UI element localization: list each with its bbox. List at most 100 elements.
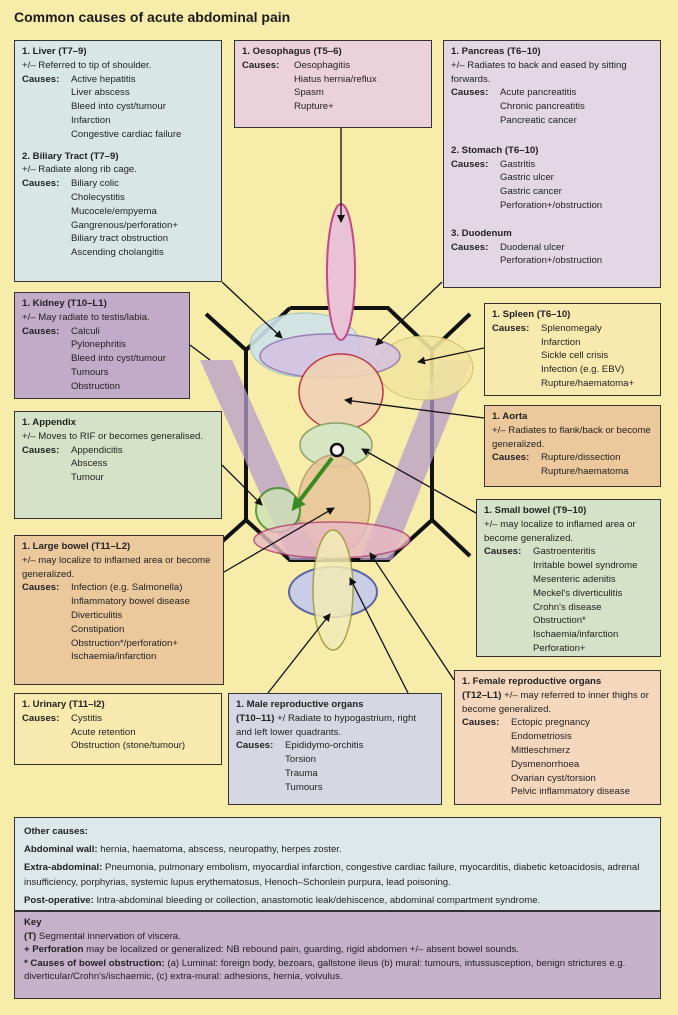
oesophagus-shape: [326, 203, 356, 341]
other-heading: Other causes:: [24, 826, 88, 837]
arrow-large-bowel: [223, 507, 335, 573]
oesophagus-box: 1. Oesophagus (T5–6) Causes: Oesophagiti…: [234, 40, 432, 128]
causes-label: Causes:: [236, 740, 274, 752]
left-flank-line: [204, 312, 248, 352]
key-t-label: (T): [24, 930, 37, 942]
cause-item: Gastric ulcer: [500, 172, 554, 184]
small-bowel-box: 1. Small bowel (T9–10) +/– may localize …: [476, 499, 661, 657]
cause-item: Obstruction*/perforation+: [71, 637, 178, 649]
aorta-title: 1. Aorta: [492, 411, 528, 422]
causes-label: Causes:: [462, 717, 500, 729]
right-groin-line: [430, 518, 472, 558]
female-causes: Ectopic pregnancy Endometriosis Mittlesc…: [511, 716, 630, 799]
cause-item: Acute retention: [71, 726, 136, 738]
arrow-spleen: [417, 347, 485, 365]
cause-item: Chronic pancreatitis: [500, 101, 585, 113]
cause-item: Duodenal ulcer: [500, 241, 565, 253]
cause-item: Infection (e.g. Salmonella): [71, 582, 183, 594]
male-segment: (T10–11): [236, 712, 275, 724]
arrow-male: [349, 577, 409, 694]
biliary-title: 2. Biliary Tract (T7–9): [22, 150, 119, 162]
pancreas-causes: Acute pancreatitis Chronic pancreatitis …: [500, 86, 585, 127]
spleen-title: 1. Spleen (T6–10): [492, 309, 571, 320]
key-perforation-label: + Perforation: [24, 944, 84, 955]
cause-item: Spasm: [294, 87, 324, 99]
urinary-causes: Cystitis Acute retention Obstruction (st…: [71, 712, 185, 753]
kidney-box: 1. Kidney (T10–L1) +/– May radiate to te…: [14, 292, 190, 399]
cause-item: Rupture+: [294, 101, 334, 113]
biliary-note: +/– Radiate along rib cage.: [22, 164, 137, 176]
kidney-title: 1. Kidney (T10–L1): [22, 298, 107, 309]
large-bowel-causes: Infection (e.g. Salmonella) Inflammatory…: [71, 581, 190, 664]
cause-item: Obstruction*: [533, 615, 586, 627]
cause-item: Cystitis: [71, 712, 102, 724]
cause-item: Endometriosis: [511, 731, 572, 743]
cause-item: Crohn's disease: [533, 601, 602, 613]
cause-item: Bleed into cyst/tumour: [71, 101, 166, 113]
arrow-pancreas: [375, 281, 443, 346]
cause-item: Acute pancreatitis: [500, 87, 577, 99]
cause-item: Appendicitis: [71, 444, 123, 456]
causes-label: Causes:: [451, 241, 489, 253]
female-reproductive-box: 1. Female reproductive organs (T12–L1) +…: [454, 670, 661, 805]
cause-item: Ascending cholangitis: [71, 247, 164, 259]
cause-item: Constipation: [71, 623, 125, 635]
cause-item: Mittleschmerz: [511, 744, 571, 756]
causes-label: Causes:: [492, 322, 530, 334]
pancreas-stomach-box: 1. Pancreas (T6–10) +/– Radiates to back…: [443, 40, 661, 288]
cause-item: Mesenteric adenitis: [533, 573, 616, 585]
appendix-title: 1. Appendix: [22, 417, 77, 428]
arrow-small-bowel: [361, 448, 477, 514]
cause-item: Pancreatic cancer: [500, 114, 577, 126]
causes-label: Causes:: [22, 444, 60, 456]
cause-item: Irritable bowel syndrome: [533, 560, 638, 572]
cause-item: Gastric cancer: [500, 186, 562, 198]
stomach-title: 2. Stomach (T6–10): [451, 144, 539, 156]
cause-item: Gangrenous/perforation+: [71, 219, 178, 231]
cause-item: Mucocele/empyema: [71, 205, 157, 217]
causes-label: Causes:: [22, 73, 60, 85]
cause-item: Diverticulitis: [71, 609, 123, 621]
key-perforation-text: may be localized or generalized: NB rebo…: [83, 944, 519, 955]
small-bowel-title: 1. Small bowel (T9–10): [484, 505, 587, 516]
male-reproductive-box: 1. Male reproductive organs (T10–11) +/ …: [228, 693, 442, 805]
kidney-note: +/– May radiate to testis/labia.: [22, 311, 150, 323]
cause-item: Biliary colic: [71, 178, 119, 190]
female-title: 1. Female reproductive organs: [462, 676, 602, 687]
causes-label: Causes:: [22, 582, 60, 594]
liver-title: 1. Liver (T7–9): [22, 46, 87, 57]
appendix-note: +/– Moves to RIF or becomes generalised.: [22, 430, 204, 442]
cause-item: Ischaemia/infarction: [71, 651, 157, 663]
arrow-urinary: [267, 613, 331, 694]
cause-item: Congestive cardiac failure: [71, 128, 182, 140]
causes-label: Causes:: [22, 178, 60, 190]
page-title: Common causes of acute abdominal pain: [14, 9, 291, 25]
cause-item: Pylonephritis: [71, 339, 126, 351]
small-bowel-note: +/– may localize to inflamed area or bec…: [484, 518, 636, 544]
cause-item: Gastritis: [500, 158, 536, 170]
female-note: +/– may referred to inner thighs or beco…: [462, 689, 649, 715]
other-causes-box: Other causes: Abdominal wall: hernia, ha…: [14, 817, 661, 911]
cause-item: Trauma: [285, 767, 318, 779]
cause-item: Inflammatory bowel disease: [71, 596, 190, 608]
female-segment: (T12–L1): [462, 689, 502, 701]
cause-item: Rupture/haematoma+: [541, 377, 635, 389]
cause-item: Pelvic inflammatory disease: [511, 786, 630, 798]
appendix-green-arrow: [291, 456, 334, 512]
arrow-aorta: [344, 396, 485, 419]
cause-item: Bleed into cyst/tumour: [71, 353, 166, 365]
duodenum-causes: Duodenal ulcer Perforation+/obstruction: [500, 241, 602, 269]
arrow-female: [369, 552, 455, 681]
urinary-tract-shape: [312, 529, 354, 651]
urinary-box: 1. Urinary (T11–l2) Causes: Cystitis Acu…: [14, 693, 222, 765]
male-causes: Epididymo-orchitis Torsion Trauma Tumour…: [285, 739, 363, 794]
cause-item: Biliary tract obstruction: [71, 233, 169, 245]
pancreas-title: 1. Pancreas (T6–10): [451, 46, 541, 57]
cause-item: Tumour: [71, 472, 104, 484]
abdominal-wall-text: hernia, haematoma, abscess, neuropathy, …: [97, 844, 342, 855]
abdominal-wall-label: Abdominal wall:: [24, 844, 98, 855]
aorta-box: 1. Aorta +/– Radiates to flank/back or b…: [484, 405, 661, 487]
cause-item: Epididymo-orchitis: [285, 740, 364, 752]
spleen-box: 1. Spleen (T6–10) Causes: Splenomegaly I…: [484, 303, 661, 396]
